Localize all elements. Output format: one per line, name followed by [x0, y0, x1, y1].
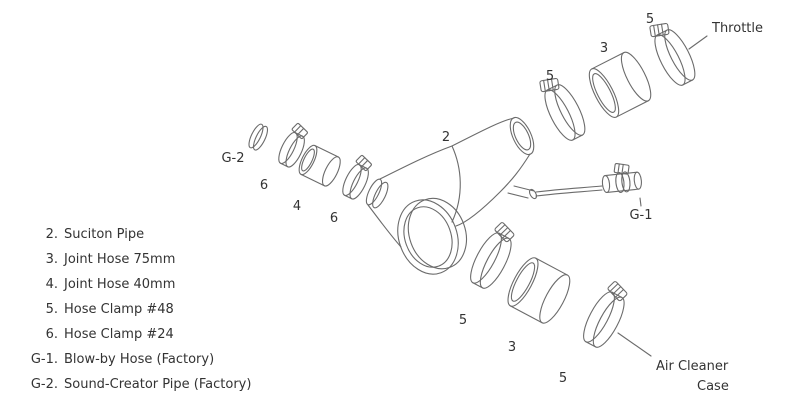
- part-number: G-1.: [30, 352, 58, 367]
- part-name: Joint Hose 40mm: [64, 277, 176, 292]
- throttle-leader-line: [688, 35, 708, 50]
- label-air-cleaner-line1: Air Cleaner: [656, 359, 729, 374]
- part-name: Hose Clamp #48: [64, 302, 174, 317]
- joint-hose-75-bottom: [501, 253, 576, 328]
- part-name: Hose Clamp #24: [64, 327, 174, 342]
- label-throttle: Throttle: [711, 21, 763, 36]
- label-g2: G-2: [221, 151, 244, 166]
- blow-by-port: [513, 185, 535, 192]
- part-number: 4.: [45, 277, 58, 292]
- parts-item-3: 3. Joint Hose 75mm: [18, 247, 251, 272]
- air-cleaner-leader-line: [617, 332, 652, 357]
- hose-clamp-24-left: [274, 120, 313, 170]
- part-name: Joint Hose 75mm: [64, 252, 176, 267]
- label-2-suction-pipe: 2: [442, 130, 450, 145]
- parts-list: 2. Suciton Pipe 3. Joint Hose 75mm 4. Jo…: [18, 222, 252, 397]
- part-number: 5.: [45, 302, 58, 317]
- parts-item-g2: G-2. Sound-Creator Pipe (Factory): [18, 372, 252, 397]
- label-5-top-inner: 5: [546, 69, 554, 84]
- parts-item-6: 6. Hose Clamp #24: [18, 322, 251, 347]
- hose-clamp-48-top-inner: [533, 70, 592, 145]
- part-name: Sound-Creator Pipe (Factory): [64, 377, 252, 392]
- label-air-cleaner-line2: Case: [697, 379, 729, 394]
- part-number: 2.: [45, 227, 58, 242]
- g1-leader-line: [639, 197, 642, 207]
- sound-creator-pipe-ring: [245, 121, 271, 153]
- part-name: Blow-by Hose (Factory): [64, 352, 215, 367]
- parts-item-g1: G-1. Blow-by Hose (Factory): [18, 347, 251, 372]
- label-5-top-outer: 5: [646, 12, 654, 27]
- parts-item-4: 4. Joint Hose 40mm: [18, 272, 251, 297]
- part-number: 6.: [45, 327, 58, 342]
- joint-hose-75-top: [583, 47, 657, 122]
- part-number: G-2.: [30, 377, 58, 392]
- part-number: 3.: [45, 252, 58, 267]
- hose-clamp-24-right: [338, 152, 377, 202]
- label-5-bottom-inner: 5: [459, 313, 467, 328]
- label-6-left: 6: [260, 178, 268, 193]
- part-name: Suciton Pipe: [64, 227, 145, 242]
- hose-clamp-48-bottom-outer: [577, 277, 636, 352]
- parts-item-5: 5. Hose Clamp #48: [18, 297, 251, 322]
- label-3-top: 3: [600, 41, 608, 56]
- label-4-hose40: 4: [293, 199, 301, 214]
- blow-by-hose-drawing: [601, 163, 642, 194]
- parts-item-2: 2. Suciton Pipe: [18, 222, 251, 247]
- label-g1: G-1: [629, 208, 652, 223]
- blow-by-hose-line: [535, 185, 603, 197]
- label-6-right: 6: [330, 211, 338, 226]
- label-5-bottom-outer: 5: [559, 371, 567, 386]
- suction-pipe-drawing: [365, 116, 538, 275]
- label-3-bottom: 3: [508, 340, 516, 355]
